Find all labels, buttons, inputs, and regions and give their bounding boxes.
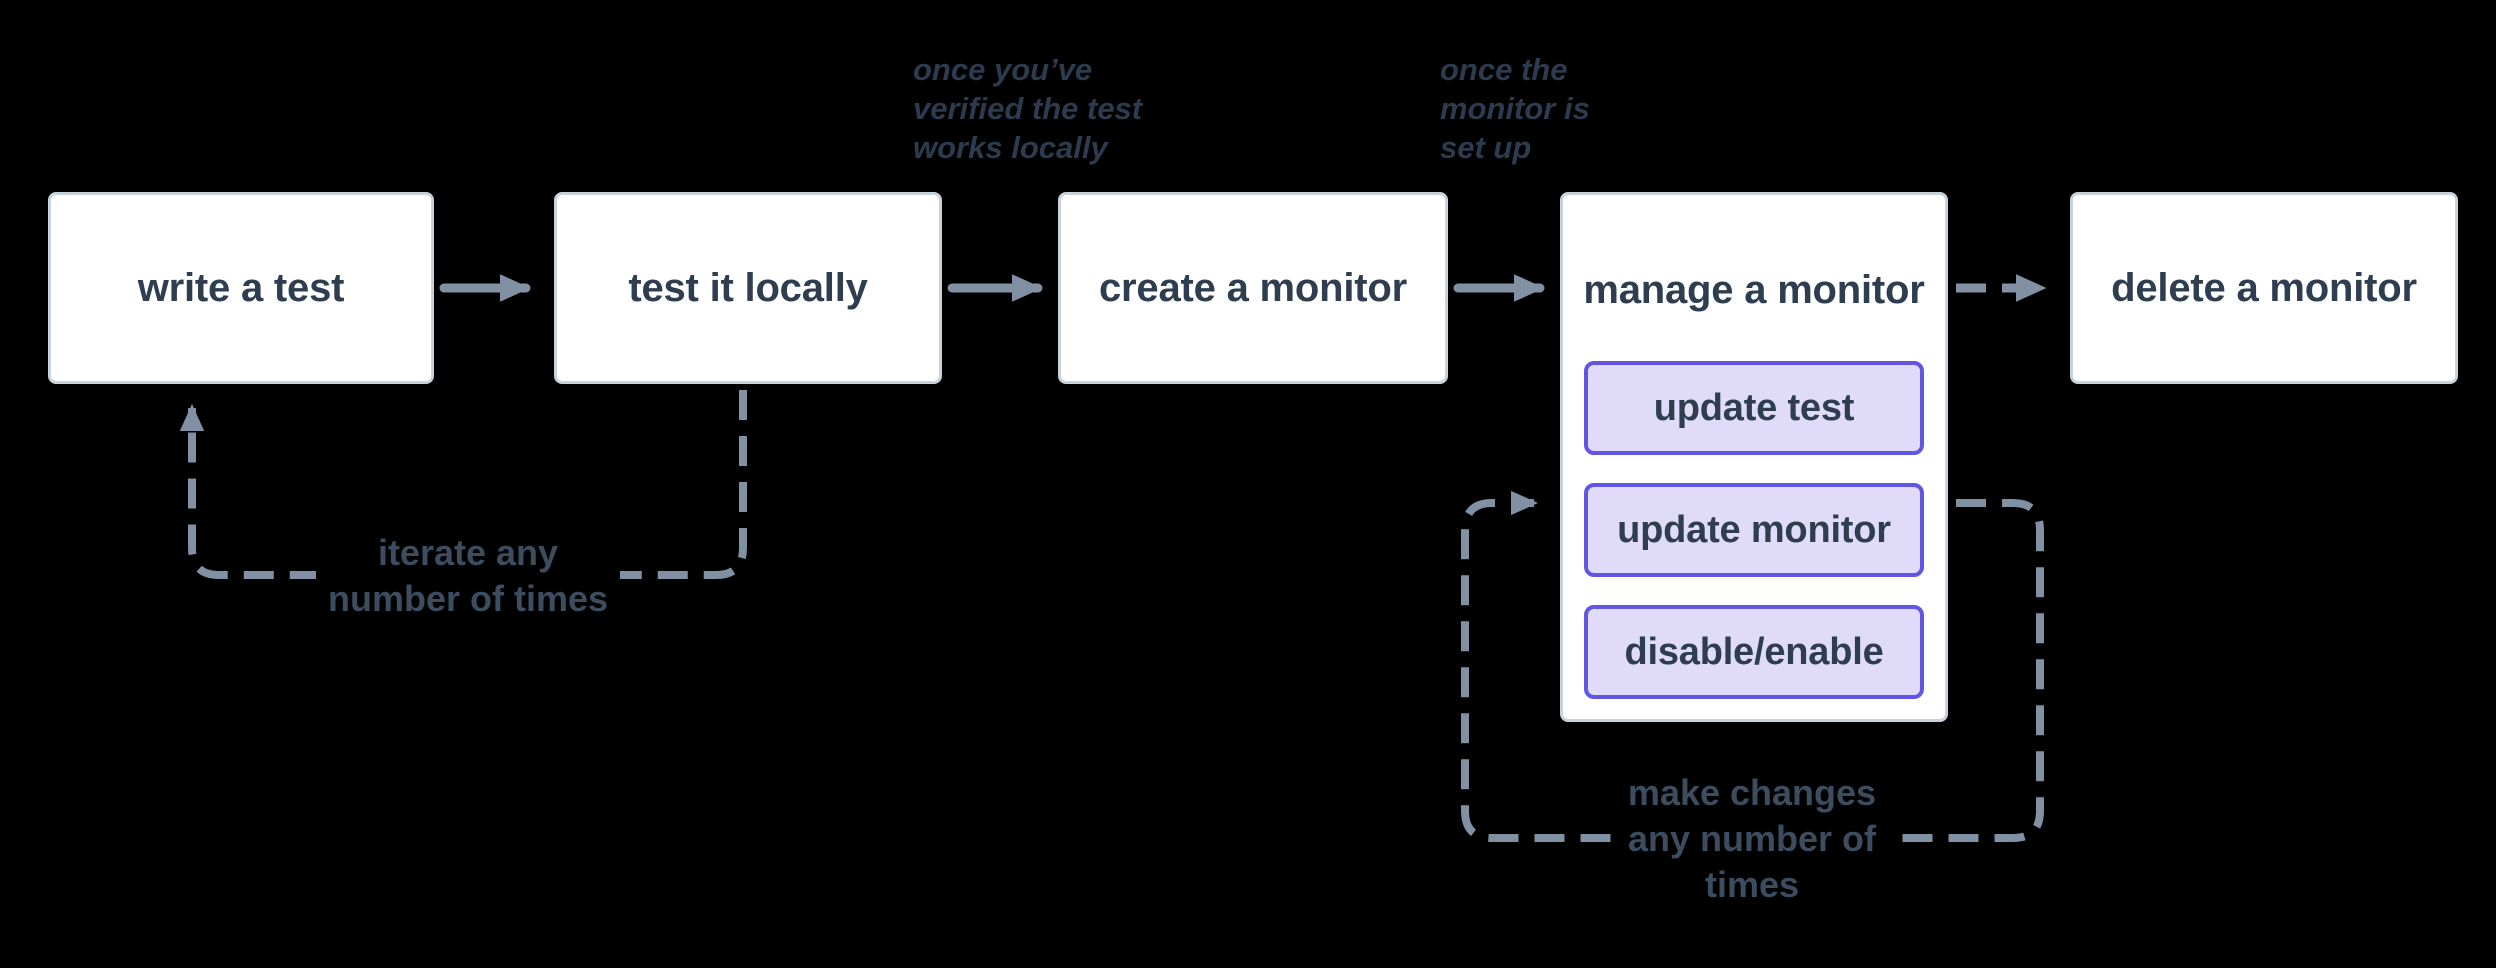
update-monitor-button: update monitor	[1584, 483, 1924, 577]
make-changes-loop-label: make changes any number of times	[1615, 768, 1889, 910]
disable-enable-button: disable/enable	[1584, 605, 1924, 699]
update-test-button: update test	[1584, 361, 1924, 455]
annotation-once-verified: once you’ve verified the test works loca…	[913, 52, 1143, 165]
step-label: delete a monitor	[2111, 265, 2417, 310]
annotation-once-set-up: once the monitor is set up	[1440, 52, 1590, 165]
step-box-delete-a-monitor: delete a monitor	[2070, 192, 2458, 384]
step-box-write-a-test: write a test	[48, 192, 434, 384]
step-label: create a monitor	[1098, 265, 1407, 310]
step-label: write a test	[137, 265, 345, 310]
step-box-manage-a-monitor: manage a monitor update test update moni…	[1560, 192, 1948, 722]
iterate-loop-label: iterate any number of times	[315, 528, 621, 624]
step-box-create-a-monitor: create a monitor	[1058, 192, 1448, 384]
step-box-test-it-locally: test it locally	[554, 192, 942, 384]
step-label: test it locally	[628, 265, 868, 310]
step-label: manage a monitor	[1583, 267, 1925, 312]
